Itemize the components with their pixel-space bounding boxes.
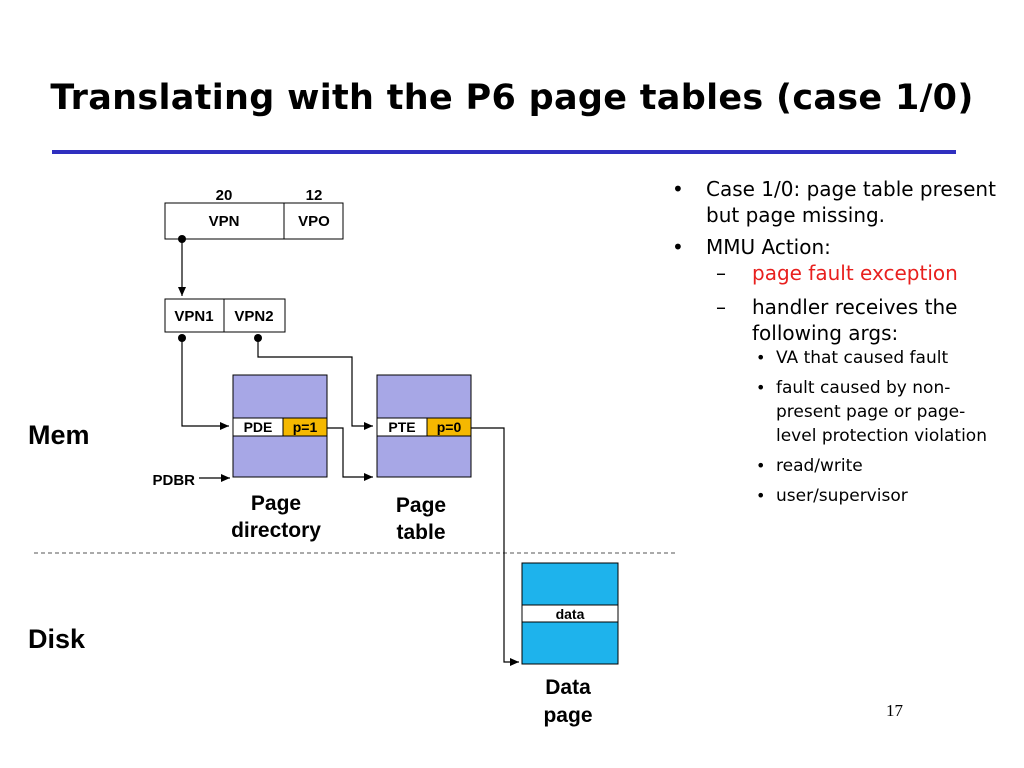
page-directory-caption-line1: Page (251, 492, 301, 515)
vpn1-field: VPN1 (174, 308, 213, 325)
vpo-field: VPO (298, 213, 330, 230)
pte-entry (376, 417, 472, 437)
mem-label: Mem (28, 420, 90, 450)
pdbr-label: PDBR (152, 472, 195, 489)
bullet-case-text: Case 1/0: page table present but page mi… (706, 177, 996, 227)
data-page-caption-line1: Data (545, 676, 591, 699)
pde-label: PDE (244, 419, 273, 435)
arg-item: user/supervisor (752, 484, 996, 508)
pde-to-page-table-arrow (327, 427, 373, 481)
vpo-bit-width: 12 (306, 187, 323, 204)
slide-title: Translating with the P6 page tables (cas… (50, 78, 974, 118)
handler-text: handler receives the following args: (752, 295, 958, 345)
page-table-caption-line1: Page (396, 494, 446, 517)
pde-entry (232, 417, 328, 437)
vpn1-to-pde-arrow (181, 338, 229, 430)
pde-present-flag: p=1 (293, 419, 318, 435)
page-fault-text: page fault exception (752, 261, 958, 285)
page-number: 17 (886, 701, 903, 720)
bullet-case: Case 1/0: page table present but page mi… (666, 176, 996, 228)
pte-to-data-page-arrow (471, 427, 519, 666)
vpn-field: VPN (209, 213, 240, 230)
subbullet-page-fault: –page fault exception (716, 261, 958, 285)
data-label: data (556, 606, 585, 622)
disk-label: Disk (28, 624, 86, 654)
arg-item: VA that caused fault (752, 346, 996, 370)
page-directory-caption-line2: directory (231, 519, 321, 542)
arg-item: fault caused by non-present page or page… (752, 376, 996, 448)
arg-item: read/write (752, 454, 996, 478)
vpn2-field: VPN2 (234, 308, 273, 325)
pte-present-flag: p=0 (437, 419, 462, 435)
bullet-mmu-action: MMU Action: –page fault exception –handl… (666, 234, 996, 508)
vpn-bit-width: 20 (216, 187, 233, 204)
vpn-split-box (164, 298, 286, 333)
vpn2-to-pte-arrow (257, 338, 373, 430)
title-underline (52, 150, 956, 154)
data-page-caption-line2: page (543, 704, 592, 727)
data-entry (521, 604, 619, 623)
subbullet-handler: –handler receives the following args: VA… (706, 294, 996, 508)
page-table-caption-line2: table (396, 521, 445, 544)
bullet-mmu-action-text: MMU Action: (706, 235, 831, 259)
virtual-address-box (164, 202, 344, 240)
bullet-list: Case 1/0: page table present but page mi… (666, 176, 996, 516)
pte-label: PTE (388, 419, 415, 435)
